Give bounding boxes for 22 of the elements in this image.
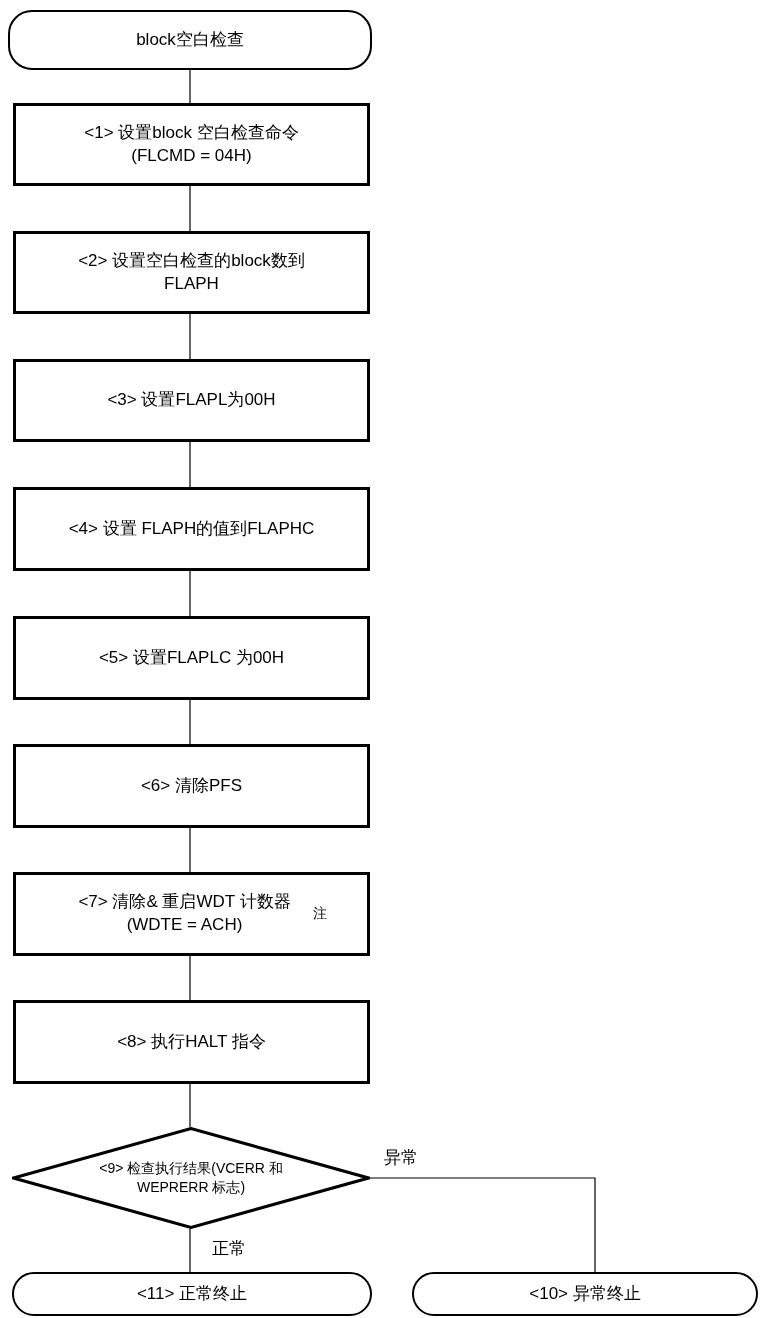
connector-line — [369, 1177, 596, 1273]
connector-line — [189, 1083, 191, 1128]
connector-line — [189, 185, 191, 232]
process-box: <5> 设置FLAPLC 为00H — [13, 616, 370, 700]
connector-line — [189, 1228, 191, 1273]
connector-line — [189, 570, 191, 617]
process-box: <1> 设置block 空白检查命令(FLCMD = 04H) — [13, 103, 370, 186]
connector-line — [189, 69, 191, 104]
connector-line — [189, 699, 191, 745]
connector-line — [189, 313, 191, 360]
process-box: <2> 设置空白检查的block数到FLAPH — [13, 231, 370, 314]
connector-line — [189, 827, 191, 873]
process-box: <6> 清除PFS — [13, 744, 370, 828]
end-terminal: <11> 正常终止 — [12, 1272, 372, 1316]
connector-line — [189, 955, 191, 1001]
end-terminal: <10> 异常终止 — [412, 1272, 758, 1316]
process-box: <4> 设置 FLAPH的值到FLAPHC — [13, 487, 370, 571]
start-terminal: block空白检查 — [8, 10, 372, 70]
decision-diamond: <9> 检查执行结果(VCERR 和WEPRERR 标志) — [12, 1127, 370, 1229]
connector-line — [189, 441, 191, 488]
process-box: <8> 执行HALT 指令 — [13, 1000, 370, 1084]
process-box: <3> 设置FLAPL为00H — [13, 359, 370, 442]
